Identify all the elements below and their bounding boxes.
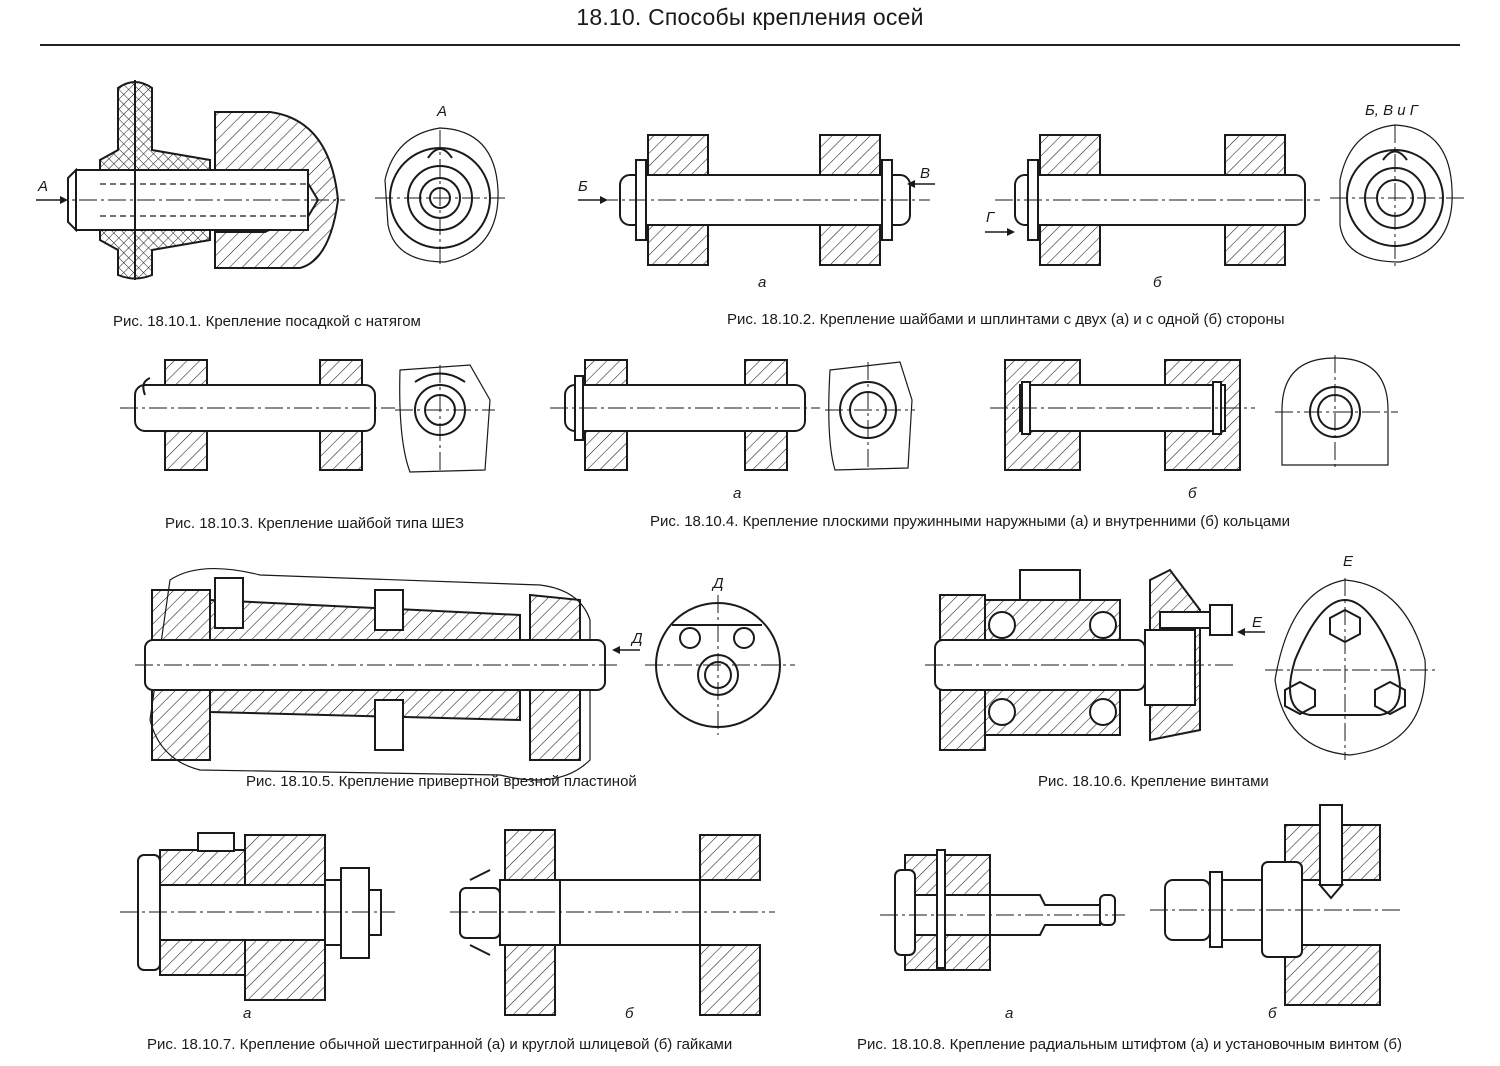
- fig7-sub-label-b: б: [625, 1005, 634, 1022]
- fig4-sub-label-b: б: [1188, 485, 1197, 502]
- fig8-sub-label-a: a: [1005, 1005, 1014, 1022]
- fig2-view-label: Б, В и Г: [1365, 102, 1418, 119]
- fig2-sub-label-b: б: [1153, 274, 1162, 291]
- fig1-section-drawing: [50, 80, 345, 280]
- fig2b-drawing: [985, 134, 1320, 266]
- fig8-caption: Рис. 18.10.8. Крепление радиальным штифт…: [857, 1036, 1402, 1053]
- fig2-arrow-label-g: Г: [986, 209, 995, 226]
- fig5-drawing: [135, 568, 795, 781]
- fig5-arrow-label: Д: [632, 630, 643, 647]
- fig2-sub-label-a: a: [758, 274, 767, 291]
- fig7-sub-label-a: a: [243, 1005, 252, 1022]
- fig7a-drawing: [120, 832, 395, 1001]
- fig5-view-label: Д: [713, 575, 724, 592]
- page-title: 18.10. Способы крепления осей: [576, 4, 924, 30]
- fig5-caption: Рис. 18.10.5. Крепление привертной врезн…: [246, 773, 637, 790]
- fig2-caption: Рис. 18.10.2. Крепление шайбами и шплинт…: [727, 311, 1285, 328]
- fig1-view-label: A: [437, 103, 448, 120]
- fig3-caption: Рис. 18.10.3. Крепление шайбой типа ШЕЗ: [165, 515, 465, 532]
- fig1-view-a: [375, 127, 505, 265]
- fig6-caption: Рис. 18.10.6. Крепление винтами: [1038, 773, 1269, 790]
- fig2-view-bvg: [1330, 124, 1465, 268]
- fig3-drawing: [120, 359, 495, 473]
- fig8b-drawing: [1150, 804, 1400, 1006]
- fig6-view-label: E: [1343, 553, 1354, 570]
- fig4-sub-label-a: a: [733, 485, 742, 502]
- fig7b-drawing: [450, 829, 775, 1016]
- fig1-arrow-a: [36, 196, 68, 204]
- fig2a-drawing: [578, 134, 935, 266]
- fig6-arrow-label: E: [1252, 614, 1263, 631]
- title-rule: [40, 44, 1460, 46]
- fig1-caption: Рис. 18.10.1. Крепление посадкой с натяг…: [113, 313, 421, 330]
- fig6-drawing: [925, 568, 1435, 760]
- fig4a-drawing: [550, 359, 915, 471]
- fig8a-drawing: [880, 849, 1125, 971]
- fig2-arrow-label-v: В: [920, 165, 931, 182]
- fig4-caption: Рис. 18.10.4. Крепление плоскими пружинн…: [650, 513, 1290, 530]
- fig7-caption: Рис. 18.10.7. Крепление обычной шестигра…: [147, 1036, 733, 1053]
- fig2-arrow-label-b: Б: [578, 178, 588, 195]
- fig4b-drawing: [990, 355, 1398, 471]
- fig8-sub-label-b: б: [1268, 1005, 1277, 1022]
- fig1-arrow-label: A: [38, 178, 49, 195]
